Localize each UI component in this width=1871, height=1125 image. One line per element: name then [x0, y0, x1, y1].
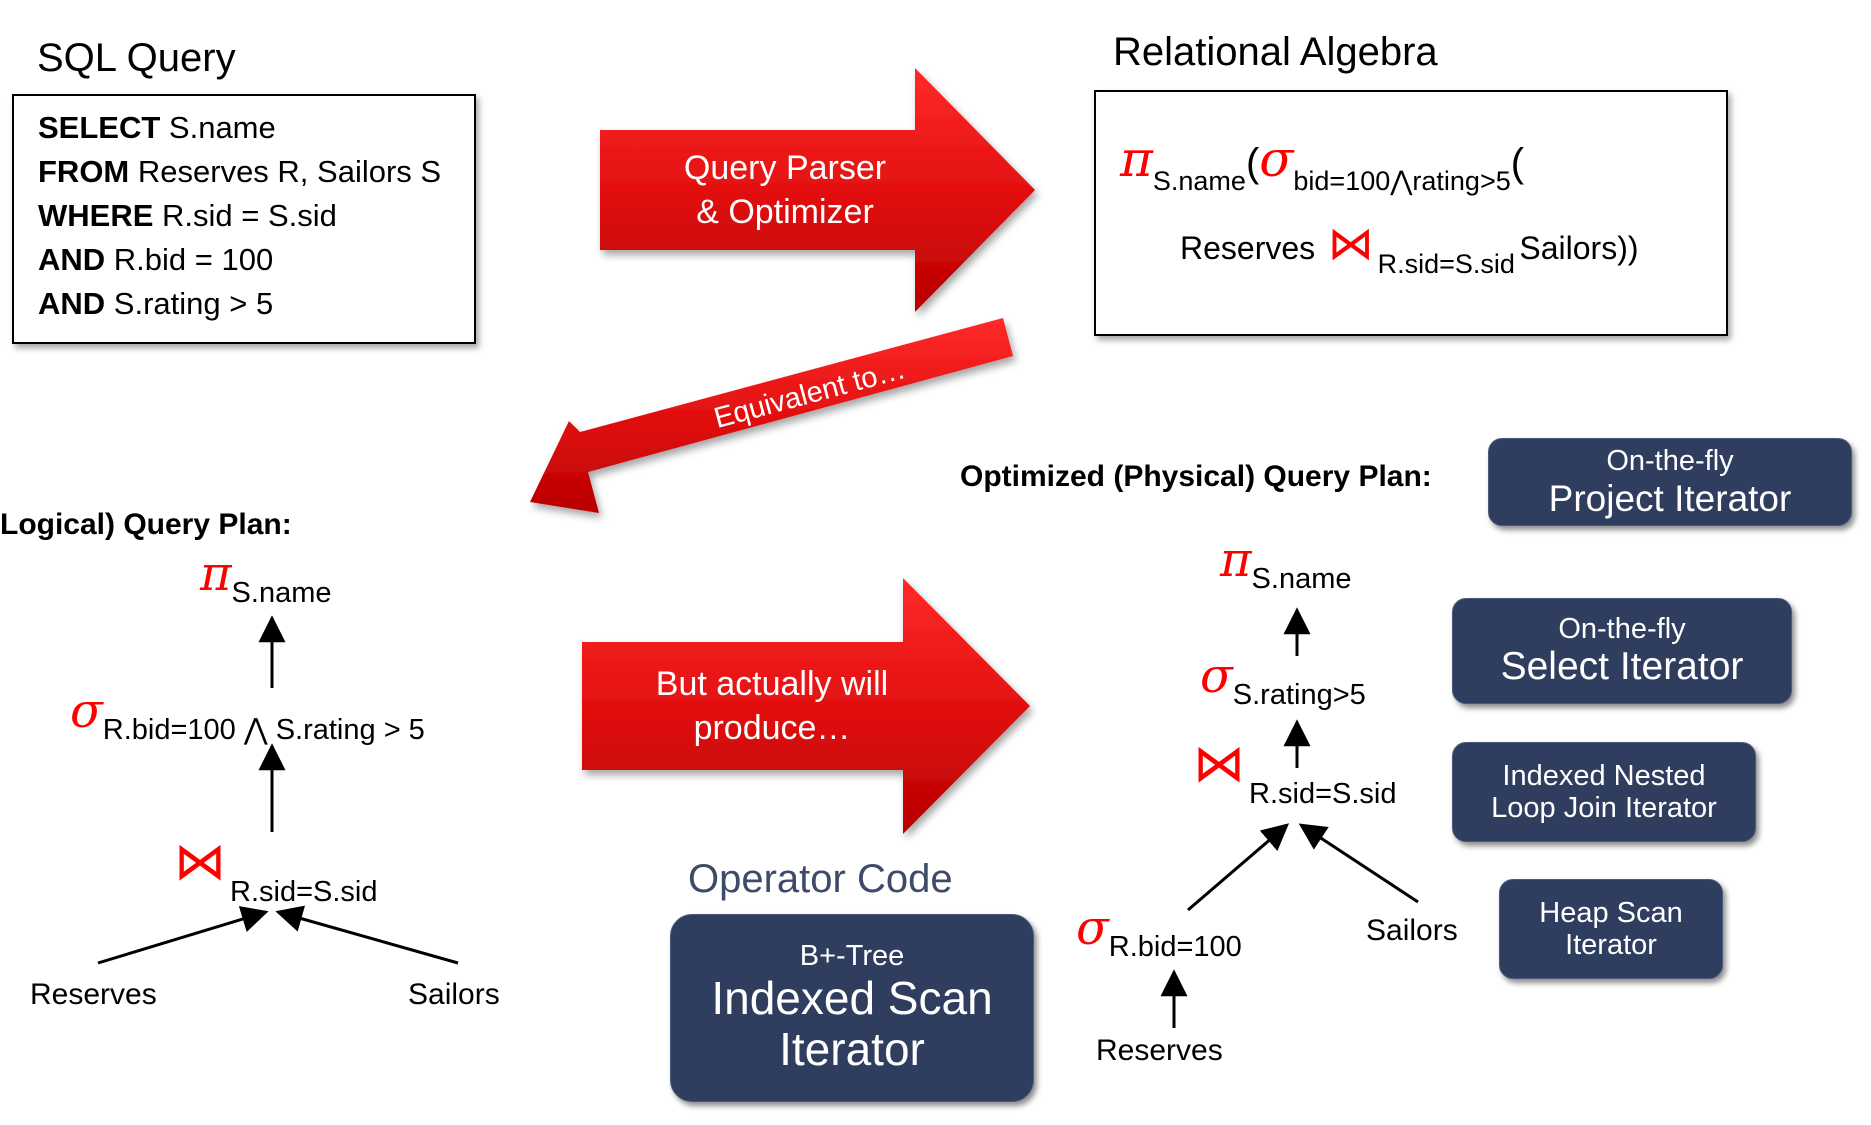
- project-iterator-big-label: Project Iterator: [1548, 477, 1792, 519]
- sql-line: SELECT S.name: [38, 106, 441, 150]
- sql-keyword: WHERE: [38, 198, 154, 233]
- logical-join-node: ⋈R.sid=S.sid: [174, 832, 377, 909]
- sql-line: WHERE R.sid = S.sid: [38, 194, 441, 238]
- join-symbol: ⋈: [1193, 735, 1245, 793]
- sql-clause: Reserves R, Sailors S: [129, 154, 442, 189]
- logical-sigma-node: σR.bid=100 ⋀ S.rating > 5: [70, 683, 425, 747]
- pi-symbol: π: [1120, 130, 1153, 188]
- logical-plan-title: (Logical) Query Plan:: [0, 508, 292, 541]
- heap-scan-iterator-box: Heap Scan Iterator: [1499, 879, 1723, 979]
- join-subscript: R.sid=S.sid: [1377, 249, 1515, 279]
- parser-label-line: & Optimizer: [696, 193, 874, 231]
- physical-plan-title: Optimized (Physical) Query Plan:: [960, 460, 1432, 493]
- sql-keyword: AND: [38, 286, 106, 321]
- parser-label-line: Query Parser: [683, 149, 887, 187]
- ra-line-2: Reserves ⋈R.sid=S.sid Sailors)): [1180, 216, 1639, 280]
- join-symbol: ⋈: [1327, 217, 1374, 269]
- pi-subscript: S.name: [231, 577, 332, 609]
- equivalent-arrow: [530, 318, 1013, 513]
- sigma-symbol: σ: [1200, 648, 1233, 704]
- project-iterator-box: On-the-fly Project Iterator: [1488, 438, 1852, 526]
- physical-edge-sailors: [1298, 823, 1419, 904]
- sql-keyword: SELECT: [38, 110, 161, 145]
- join-symbol: ⋈: [174, 833, 226, 891]
- sql-keyword: FROM: [38, 154, 130, 189]
- physical-pi-node: πS.name: [1220, 532, 1352, 596]
- indexed-scan-small-label: B+-Tree: [799, 940, 905, 973]
- indexed-scan-big-label: Indexed Scan: [711, 971, 993, 1024]
- sql-query-title: SQL Query: [37, 36, 236, 80]
- sql-line: FROM Reserves R, Sailors S: [38, 150, 441, 194]
- join-iterator-label: Indexed Nested: [1502, 759, 1706, 792]
- parser-arrow: [600, 68, 1035, 312]
- join-subscript: R.sid=S.sid: [1249, 778, 1397, 810]
- produce-label-line: But actually will: [655, 665, 889, 703]
- logical-edge-sailors: [275, 905, 459, 965]
- join-iterator-label: Loop Join Iterator: [1491, 792, 1717, 824]
- select-iterator-big-label: Select Iterator: [1500, 645, 1744, 689]
- ra-right-relation: Sailors)): [1519, 230, 1639, 266]
- produce-label-line: produce…: [693, 709, 851, 747]
- sigma-subscript: S.rating>5: [1232, 679, 1366, 711]
- logical-edge-reserves: [97, 906, 269, 965]
- indexed-scan-iterator-box: B+-Tree Indexed Scan Iterator: [670, 914, 1034, 1102]
- logical-reserves-leaf: Reserves: [30, 978, 157, 1011]
- sql-query-box: SELECT S.name FROM Reserves R, Sailors S…: [12, 94, 476, 344]
- sql-clause: S.name: [160, 110, 276, 145]
- paren: (: [1245, 141, 1260, 185]
- physical-edge-sigma: [1187, 823, 1290, 912]
- heap-scan-iterator-label: Iterator: [1565, 929, 1657, 961]
- parser-arrow-label: Query Parser & Optimizer: [600, 146, 970, 234]
- sigma-subscript: bid=100⋀rating>5: [1293, 166, 1511, 196]
- sql-clause: R.bid = 100: [105, 242, 274, 277]
- sql-line: AND R.bid = 100: [38, 238, 441, 282]
- produce-arrow: [582, 578, 1030, 834]
- relational-algebra-title: Relational Algebra: [1113, 30, 1438, 74]
- sql-clause: R.sid = S.sid: [153, 198, 337, 233]
- select-iterator-small-label: On-the-fly: [1558, 612, 1686, 645]
- sql-query-lines: SELECT S.name FROM Reserves R, Sailors S…: [38, 106, 441, 326]
- join-iterator-box: Indexed Nested Loop Join Iterator: [1452, 742, 1756, 842]
- ra-line-1: πS.name(σbid=100⋀rating>5(: [1120, 130, 1524, 197]
- join-subscript: R.sid=S.sid: [230, 876, 378, 908]
- sigma-subscript: R.bid=100 ⋀ S.rating > 5: [102, 714, 425, 746]
- pi-symbol: π: [1220, 532, 1252, 588]
- logical-sailors-leaf: Sailors: [408, 978, 500, 1011]
- physical-sigma-bid-node: σR.bid=100: [1076, 900, 1242, 964]
- indexed-scan-big-label: Iterator: [779, 1023, 925, 1076]
- sigma-symbol: σ: [1076, 900, 1109, 956]
- physical-reserves-leaf: Reserves: [1096, 1034, 1223, 1067]
- relational-algebra-box: πS.name(σbid=100⋀rating>5( Reserves ⋈R.s…: [1094, 90, 1728, 336]
- sql-clause: S.rating > 5: [105, 286, 274, 321]
- sigma-symbol: σ: [70, 683, 103, 739]
- physical-sigma-rating-node: σS.rating>5: [1200, 648, 1366, 712]
- paren: (: [1510, 141, 1525, 185]
- physical-sailors-leaf: Sailors: [1366, 914, 1458, 947]
- pi-symbol: π: [200, 546, 232, 602]
- project-iterator-small-label: On-the-fly: [1606, 445, 1734, 478]
- heap-scan-iterator-label: Heap Scan: [1539, 896, 1683, 929]
- sigma-symbol: σ: [1259, 130, 1294, 188]
- select-iterator-box: On-the-fly Select Iterator: [1452, 598, 1792, 704]
- ra-left-relation: Reserves: [1180, 230, 1316, 266]
- physical-join-node: ⋈R.sid=S.sid: [1193, 734, 1396, 811]
- sql-line: AND S.rating > 5: [38, 282, 441, 326]
- operator-code-title: Operator Code: [688, 857, 953, 901]
- produce-arrow-label: But actually will produce…: [582, 662, 962, 750]
- pi-subscript: S.name: [1152, 166, 1246, 196]
- logical-pi-node: πS.name: [200, 546, 332, 610]
- sigma-subscript: R.bid=100: [1108, 931, 1242, 963]
- sql-keyword: AND: [38, 242, 106, 277]
- pi-subscript: S.name: [1251, 563, 1352, 595]
